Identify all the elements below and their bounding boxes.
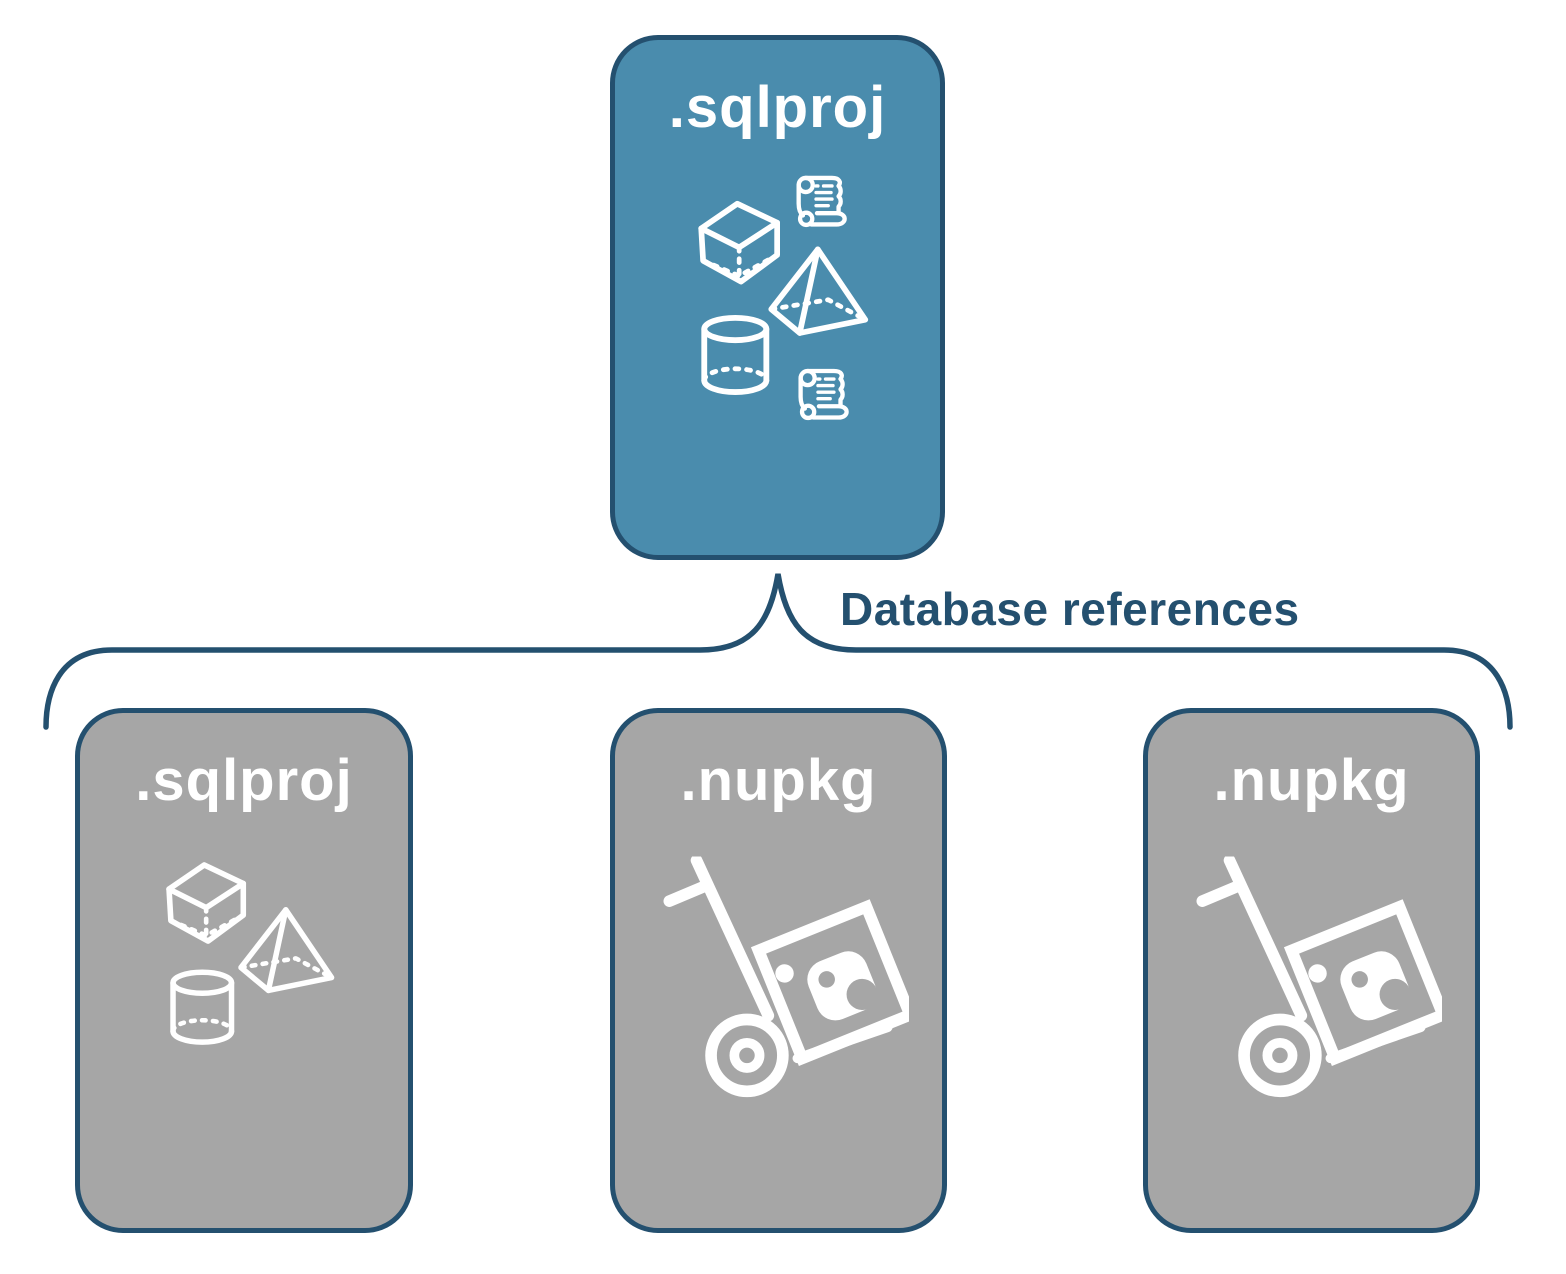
cylinder-icon [704,318,766,392]
connector-label: Database references [840,583,1300,635]
pyramid-icon [771,249,865,333]
node-nupkg-reference-1-label: .nupkg [680,748,877,813]
nuget-package-illustration [1148,713,1475,1228]
sql-project-objects-illustration [80,713,408,1228]
sql-script-icon [801,371,847,418]
node-nupkg-reference-1: .nupkg [610,708,947,1233]
pyramid-icon [241,910,332,991]
node-nupkg-reference-2-label: .nupkg [1213,748,1410,813]
sql-project-objects-illustration [615,40,940,555]
cylinder-icon [173,972,231,1042]
cube-icon [169,865,243,941]
node-nupkg-reference-2: .nupkg [1143,708,1480,1233]
nuget-package-illustration [615,713,942,1228]
node-sqlproj-root: .sqlproj [610,35,945,560]
sql-script-icon [799,178,845,225]
nuget-package-dolly-icon [1202,860,1443,1091]
node-sqlproj-reference: .sqlproj [75,708,413,1233]
nuget-package-dolly-icon [669,860,910,1091]
node-sqlproj-reference-label: .sqlproj [135,748,353,813]
cube-icon [701,204,777,282]
node-sqlproj-root-label: .sqlproj [668,75,887,140]
